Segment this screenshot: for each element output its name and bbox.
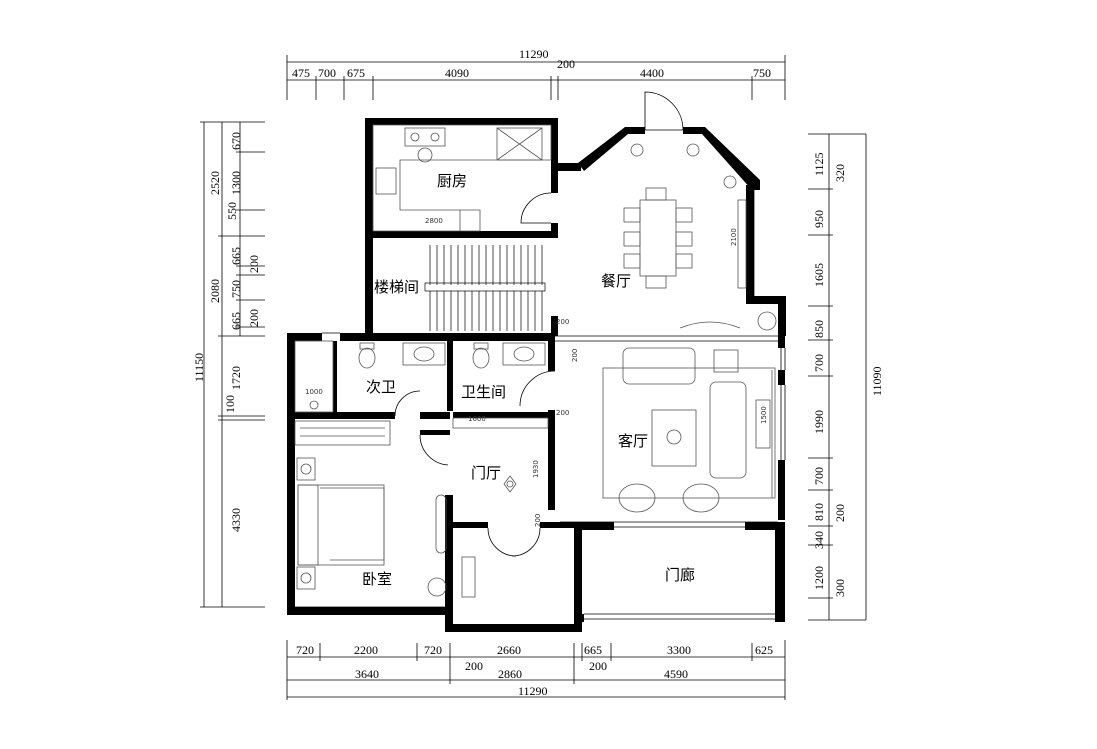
dim-left: 670 bbox=[229, 132, 243, 150]
bedroom-furniture bbox=[294, 420, 476, 598]
dims-bottom bbox=[286, 640, 786, 700]
dim-bottom: 2200 bbox=[354, 643, 378, 657]
dim-bottom: 625 bbox=[755, 643, 773, 657]
interior-dim: 1930 bbox=[532, 460, 540, 478]
dims-bottom-text: 720 2200 720 2660 665 3300 625 200 200 3… bbox=[296, 643, 773, 698]
dim-top-gap: 200 bbox=[557, 57, 575, 71]
dim-right: 300 bbox=[833, 579, 847, 597]
thin-lines bbox=[295, 129, 786, 630]
dim-top: 700 bbox=[318, 66, 336, 80]
dim-right-total: 11090 bbox=[870, 366, 884, 396]
interior-dim: 1000 bbox=[305, 388, 323, 396]
dim-bottom: 3640 bbox=[355, 667, 379, 681]
room-label-stairwell: 楼梯间 bbox=[374, 278, 419, 296]
kitchen-fixtures bbox=[372, 124, 552, 232]
dim-bottom: 720 bbox=[296, 643, 314, 657]
dim-left: 1720 bbox=[229, 366, 243, 390]
dim-right: 700 bbox=[812, 354, 826, 372]
dim-bottom: 4590 bbox=[664, 667, 688, 681]
dims-top bbox=[286, 55, 786, 100]
dim-left-total: 11150 bbox=[192, 353, 206, 382]
dim-top: 475 bbox=[292, 66, 310, 80]
dim-bottom: 2860 bbox=[498, 667, 522, 681]
dim-left: 665 bbox=[229, 247, 243, 265]
room-label-living: 客厅 bbox=[618, 432, 648, 450]
dim-bottom: 3300 bbox=[667, 643, 691, 657]
dim-top: 675 bbox=[347, 66, 365, 80]
dim-right: 200 bbox=[833, 504, 847, 522]
dim-bottom: 720 bbox=[424, 643, 442, 657]
interior-dim: 200 bbox=[556, 409, 569, 417]
dim-top-total: 11290 bbox=[519, 47, 549, 61]
dim-top: 4090 bbox=[445, 66, 469, 80]
dim-right: 1605 bbox=[812, 263, 826, 287]
room-label-secondary-bath: 次卫 bbox=[366, 378, 396, 396]
dim-right: 950 bbox=[812, 210, 826, 228]
dim-right: 320 bbox=[833, 164, 847, 182]
dim-bottom: 665 bbox=[584, 643, 602, 657]
interior-dims: 2800 1000 1600 1930 2100 1500 200 200 20… bbox=[305, 217, 768, 527]
dim-right: 1125 bbox=[812, 152, 826, 176]
dim-left: 750 bbox=[229, 280, 243, 298]
foyer-symbol bbox=[503, 475, 517, 493]
room-label-kitchen: 厨房 bbox=[437, 172, 467, 190]
dim-left: 4330 bbox=[229, 508, 243, 532]
room-labels: 厨房 餐厅 楼梯间 次卫 卫生间 客厅 门厅 卧室 门廊 bbox=[362, 172, 695, 588]
dim-left: 665 bbox=[229, 312, 243, 330]
dims-left-text: 11150 2520 2080 1720 100 4330 670 1300 5… bbox=[192, 132, 261, 532]
dims-top-text: 11290 475 700 675 4090 200 4400 750 bbox=[292, 47, 771, 80]
dim-bottom: 2660 bbox=[497, 643, 521, 657]
dim-left: 2520 bbox=[208, 171, 222, 195]
interior-dim: 200 bbox=[571, 349, 579, 362]
dim-top: 4400 bbox=[640, 66, 664, 80]
bath-fixtures bbox=[294, 340, 549, 429]
dim-bottom-total: 11290 bbox=[518, 684, 548, 698]
interior-dim: 2100 bbox=[730, 228, 738, 246]
doors bbox=[394, 91, 684, 557]
walls bbox=[287, 118, 786, 632]
dims-right-text: 11090 1125 950 1605 850 700 1990 700 810… bbox=[812, 152, 884, 597]
dim-top: 750 bbox=[753, 66, 771, 80]
room-label-porch: 门廊 bbox=[665, 566, 695, 584]
dim-left: 1300 bbox=[229, 171, 243, 195]
dims-left bbox=[200, 121, 265, 608]
room-label-foyer: 门厅 bbox=[471, 464, 501, 482]
dim-right: 1990 bbox=[812, 410, 826, 434]
interior-dim: 1600 bbox=[468, 415, 486, 423]
room-label-dining: 餐厅 bbox=[601, 272, 631, 290]
dim-left: 2080 bbox=[208, 279, 222, 303]
dim-bottom-gap: 200 bbox=[589, 659, 607, 673]
dim-right: 340 bbox=[812, 531, 826, 549]
dim-left: 200 bbox=[247, 255, 261, 273]
dims-right bbox=[808, 133, 867, 621]
room-label-bathroom: 卫生间 bbox=[461, 383, 506, 401]
stairs bbox=[424, 245, 546, 331]
dim-right: 1200 bbox=[812, 566, 826, 590]
dim-bottom-gap: 200 bbox=[465, 659, 483, 673]
interior-dim: 2800 bbox=[425, 217, 443, 225]
dim-left: 200 bbox=[247, 309, 261, 327]
room-label-bedroom: 卧室 bbox=[362, 570, 392, 588]
dim-right: 810 bbox=[812, 503, 826, 521]
interior-dim: 1500 bbox=[760, 406, 768, 424]
dim-right: 850 bbox=[812, 320, 826, 338]
dining-table bbox=[623, 143, 777, 331]
living-furniture bbox=[602, 347, 776, 513]
interior-dim: 200 bbox=[534, 514, 542, 527]
dim-left: 100 bbox=[223, 395, 237, 413]
interior-dim: 200 bbox=[556, 318, 569, 326]
dim-left: 550 bbox=[225, 202, 239, 220]
dim-right: 700 bbox=[812, 467, 826, 485]
